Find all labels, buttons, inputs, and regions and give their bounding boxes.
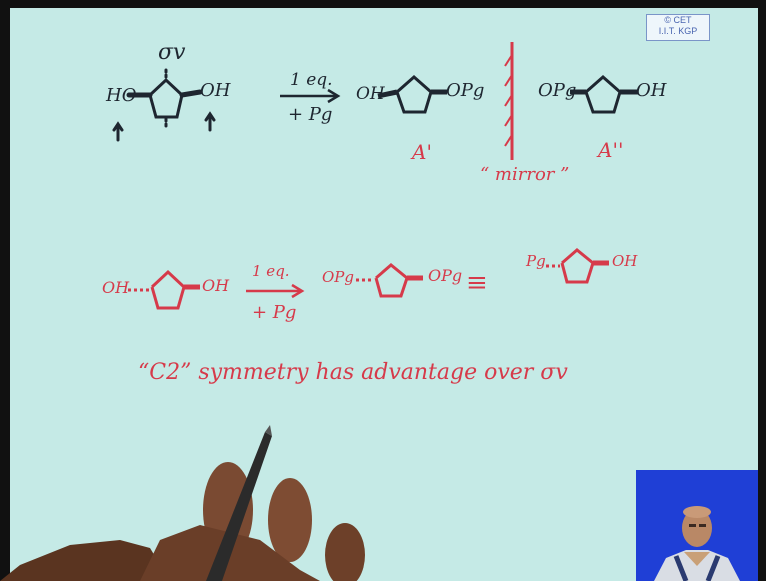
product-b-oh-label: OH [636, 80, 667, 101]
c2-diol-structure [128, 269, 200, 310]
c2-advantage-statement: “C2” symmetry has advantage over σv [138, 360, 568, 385]
oh-label: OH [200, 80, 231, 101]
equivalent-sign: ≡ [466, 268, 488, 298]
c2-product-structure [356, 263, 423, 298]
reagent-bottom-1: + Pg [288, 104, 333, 125]
mirror-line [504, 42, 514, 160]
a-double-prime-label: A'' [598, 138, 624, 162]
cet-watermark: © CET I.I.T. KGP [646, 14, 710, 41]
product-a-oh-label: OH [356, 84, 385, 104]
product-a-opg-label: OPg [446, 80, 485, 101]
ho-label: HO [106, 85, 137, 106]
c2-product2-structure [546, 248, 609, 284]
watermark-line1: © CET [664, 15, 692, 25]
reagent-top-1: 1 eq. [290, 70, 333, 90]
product-b-opg-label: OPg [538, 80, 577, 101]
reagent-top-2: 1 eq. [252, 262, 290, 280]
product-a-prime-structure [377, 74, 447, 114]
sigma-v-label: σv [158, 40, 186, 65]
presenter-figure [636, 470, 758, 581]
reaction-arrow-2 [246, 283, 305, 299]
meso-diol-structure [112, 68, 216, 142]
product-a-double-prime-structure [570, 74, 638, 114]
presenter-webcam [636, 470, 758, 581]
mirror-label: “ mirror ” [480, 164, 570, 185]
c2-product-opg-right: OPg [428, 266, 463, 285]
c2-product2-oh-label: OH [612, 252, 638, 270]
c2-product-opg-left: OPg [322, 268, 354, 286]
a-prime-label: A' [412, 140, 432, 164]
watermark-line2: I.I.T. KGP [658, 26, 698, 36]
reagent-bottom-2: + Pg [252, 302, 297, 323]
c2-product2-pg-label: Pg [526, 252, 546, 270]
hand-with-pen [0, 425, 365, 581]
c2-sm-oh-left: OH [102, 278, 130, 297]
reaction-arrow-1 [280, 88, 341, 104]
c2-sm-oh-right: OH [202, 276, 230, 295]
